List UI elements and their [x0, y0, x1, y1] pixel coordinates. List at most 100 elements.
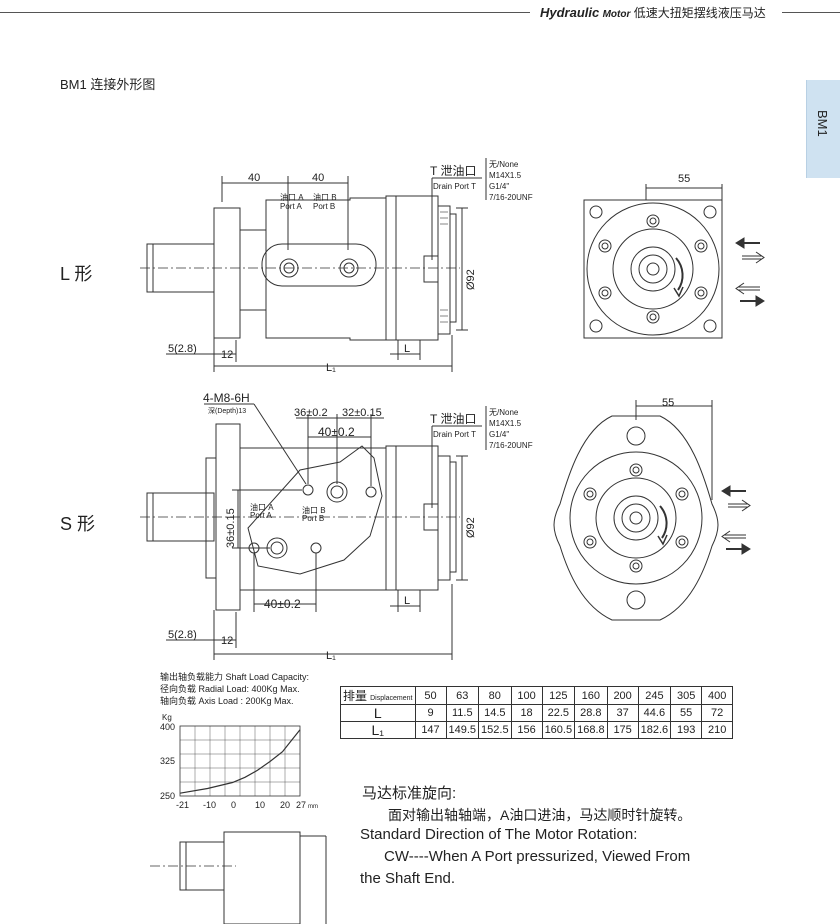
l-dim-l1: L₁	[326, 362, 336, 374]
l-dim-l: L	[404, 343, 410, 355]
capacity-title: 输出轴负载能力 Shaft Load Capacity:	[160, 672, 310, 682]
table-cell: 125	[541, 686, 576, 705]
table-row-label: L₁	[340, 721, 416, 739]
l-flow-arrows	[735, 237, 765, 307]
s-dim-36: 36±0.2	[294, 407, 328, 419]
s-drain-opt-2: M14X1.5	[489, 419, 522, 428]
table-cell: 100	[510, 686, 543, 705]
s-rotation-arrow-icon	[659, 505, 668, 539]
l-drain-en: Drain Port T	[433, 182, 476, 191]
side-tab-label: BM1	[815, 110, 830, 137]
capacity-axial: 轴向负载 Axis Load : 200Kg Max.	[160, 696, 294, 706]
s-form-side-view	[140, 403, 487, 660]
l-drain-port	[423, 255, 439, 283]
table-cell: 175	[606, 721, 639, 739]
l-port-a-label: 油口 A	[280, 192, 304, 202]
l-port-a-en: Port A	[280, 202, 302, 211]
chart-ytick-250: 250	[160, 791, 175, 801]
table-cell: 245	[637, 686, 672, 705]
chart-xtick--21: -21	[176, 800, 189, 810]
table-row-label: L	[340, 704, 416, 722]
header-rule-left	[0, 12, 530, 13]
s-depth: 深(Depth)13	[208, 406, 246, 415]
table-cell: 11.5	[445, 704, 480, 722]
load-curve	[179, 729, 301, 794]
l-dim-40b: 40	[312, 172, 324, 184]
table-cell: 80	[478, 686, 512, 705]
header-rule-right	[782, 12, 840, 13]
s-diamond-flange	[553, 415, 719, 621]
table-cell: 160.5	[541, 721, 576, 739]
table-cell: 305	[670, 686, 703, 705]
s-drain-cn: T 泄油口	[430, 412, 476, 426]
header-title: Hydraulic Motor 低速大扭矩摆线液压马达	[540, 4, 766, 21]
chart-ytick-325: 325	[160, 756, 175, 766]
table-cell: 149.5	[445, 721, 480, 739]
s-drain-opt-1: 无/None	[489, 408, 519, 417]
l-dim-12: 12	[221, 349, 233, 361]
chart-xtick-0: 0	[231, 800, 236, 810]
s-diameter: Ø92	[465, 517, 477, 538]
table-cell: 156	[510, 721, 543, 739]
table-cell: 182.6	[637, 721, 672, 739]
s-drain-opt-4: 7/16-20UNF	[489, 441, 533, 450]
chart-ylabel: Kg	[162, 713, 172, 722]
s-port-a-en: Port A	[250, 511, 272, 520]
s-drain-en: Drain Port T	[433, 430, 476, 439]
s-dim-40b: 40±0.2	[264, 597, 301, 611]
chart-xtick-10: 10	[255, 800, 265, 810]
s-dim-12: 12	[221, 635, 233, 647]
capacity-radial: 径向负载 Radial Load: 400Kg Max.	[160, 684, 300, 694]
s-thread: 4-M8-6H	[203, 391, 250, 405]
l-drain-opt-1: 无/None	[489, 160, 519, 169]
l-dim-40a: 40	[248, 172, 260, 184]
s-port-b-en: Port B	[302, 514, 324, 523]
s-dim-55: 55	[662, 397, 674, 409]
table-cell: 400	[701, 686, 734, 705]
l-form-front-view	[583, 184, 765, 339]
s-dim-l: L	[404, 595, 410, 607]
l-port-b-label: 油口 B	[313, 192, 337, 202]
table-row: L 9 11.5 14.5 18 22.5 28.8 37 44.6 55 72	[340, 704, 734, 722]
l-square-flange	[583, 199, 723, 339]
s-flow-arrows	[721, 485, 751, 555]
s-port-b-label: 油口 B	[302, 505, 326, 515]
table-cell: 22.5	[541, 704, 576, 722]
s-form-front-view	[553, 400, 751, 621]
s-rear-housing	[385, 445, 439, 591]
s-dim-40a: 40±0.2	[318, 425, 355, 439]
table-row: L₁ 147 149.5 152.5 156 160.5 168.8 175 1…	[340, 721, 734, 739]
table-cell: 50	[414, 686, 447, 705]
l-port-boss	[261, 243, 377, 287]
side-tab[interactable]: BM1	[806, 80, 840, 178]
l-drain-opt-4: 7/16-20UNF	[489, 193, 533, 202]
rotation-en-title: Standard Direction of The Motor Rotation…	[360, 826, 638, 843]
table-cell: 72	[701, 704, 734, 722]
l-form-side-view	[140, 158, 487, 372]
header-subtitle: 低速大扭矩摆线液压马达	[633, 6, 766, 20]
table-cell: 160	[574, 686, 608, 705]
section-title: BM1 连接外形图	[60, 77, 156, 92]
l-dim-55: 55	[678, 173, 690, 185]
table-cell: 147	[414, 721, 447, 739]
table-cell: 210	[701, 721, 734, 739]
table-cell: 63	[445, 686, 480, 705]
table-cell: 28.8	[574, 704, 608, 722]
chart-xtick-20: 20	[280, 800, 290, 810]
l-port-b-en: Port B	[313, 202, 335, 211]
chart-xtick--10: -10	[203, 800, 216, 810]
l-diameter: Ø92	[465, 269, 477, 290]
s-form-label: S 形	[60, 514, 96, 534]
brand-text: Hydraulic	[540, 5, 600, 20]
bottom-motor-sketch	[150, 831, 327, 924]
table-cell: 55	[670, 704, 703, 722]
s-drain-opt-3: G1/4"	[489, 430, 509, 439]
s-dim-32: 32±0.15	[342, 407, 382, 419]
table-cell: 193	[670, 721, 703, 739]
motor-text: Motor	[602, 9, 631, 20]
table-cell: 9	[414, 704, 447, 722]
table-cell: 168.8	[574, 721, 608, 739]
s-dim-l1: L₁	[326, 650, 336, 662]
table-cell: 200	[606, 686, 639, 705]
